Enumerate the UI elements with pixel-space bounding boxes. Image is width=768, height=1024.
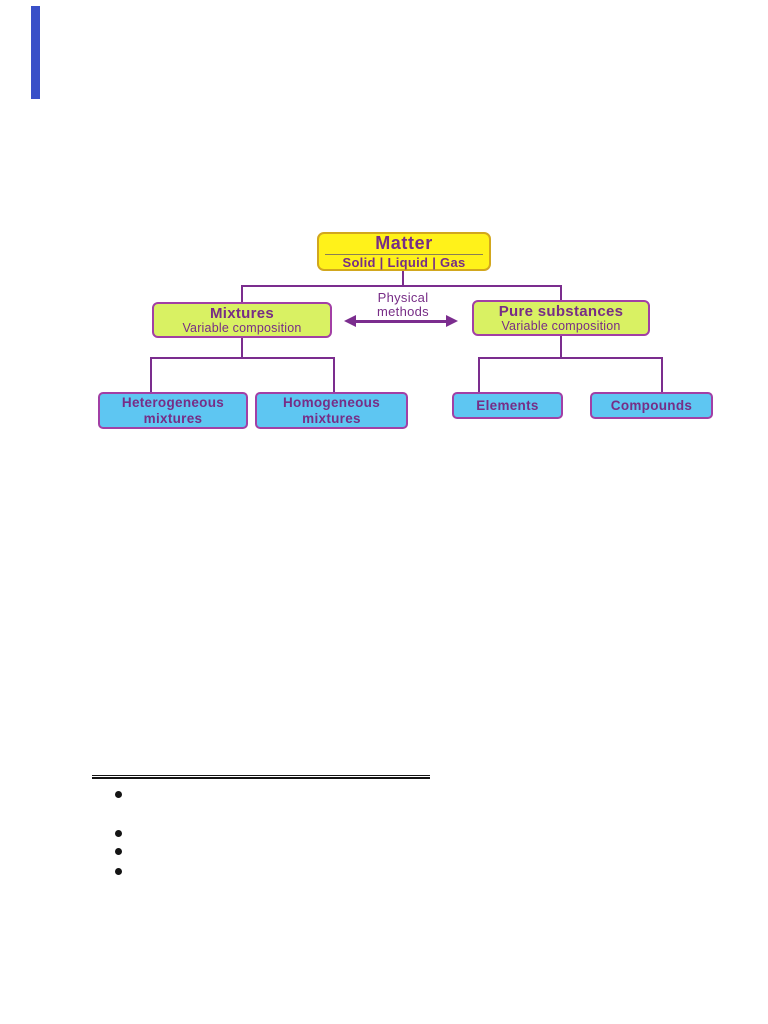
compounds-box: Compounds: [590, 392, 713, 419]
connector-pure-down: [560, 335, 562, 359]
connector-to-compounds: [661, 357, 663, 393]
matter-separator-line: [325, 253, 483, 255]
bullet-item: [115, 868, 122, 875]
mixtures-subtitle: Variable composition: [182, 320, 302, 335]
bullet-item: [115, 848, 122, 855]
connector-to-mixtures: [241, 285, 243, 303]
connector-mixtures-down: [241, 337, 243, 359]
mixtures-box: Mixtures Variable composition: [152, 302, 332, 338]
elements-box: Elements: [452, 392, 563, 419]
arrow-head-right: [446, 315, 458, 327]
connector-matter-down: [402, 271, 404, 286]
mixtures-title: Mixtures: [209, 304, 275, 322]
connector-to-elements: [478, 357, 480, 393]
double-headed-arrow-icon: [344, 315, 458, 328]
bullet-item: [115, 791, 122, 798]
matter-states-label: Solid | Liquid | Gas: [342, 254, 466, 270]
pure-substances-subtitle: Variable composition: [501, 318, 621, 333]
connector-to-homogeneous: [333, 357, 335, 393]
connector-main-bracket: [241, 285, 562, 287]
matter-title: Matter: [375, 232, 433, 253]
homogeneous-mixtures-box: Homogeneous mixtures: [255, 392, 408, 429]
bullet-list: [115, 791, 122, 875]
pure-substances-box: Pure substances Variable composition: [472, 300, 650, 336]
physical-methods-label: Physical methods: [377, 290, 429, 319]
bullet-item: [115, 830, 122, 837]
notes-divider-line: [92, 775, 430, 779]
connector-left-bracket: [150, 357, 335, 359]
pure-substances-title: Pure substances: [498, 302, 624, 320]
arrow-head-left: [344, 315, 356, 327]
blue-vertical-bar-artifact: [31, 6, 40, 99]
heterogeneous-mixtures-box: Heterogeneous mixtures: [98, 392, 248, 429]
connector-to-heterogeneous: [150, 357, 152, 393]
connector-to-pure-substances: [560, 285, 562, 301]
connector-right-bracket: [478, 357, 663, 359]
matter-box: Matter Solid | Liquid | Gas: [317, 232, 491, 271]
arrow-shaft: [352, 320, 450, 323]
